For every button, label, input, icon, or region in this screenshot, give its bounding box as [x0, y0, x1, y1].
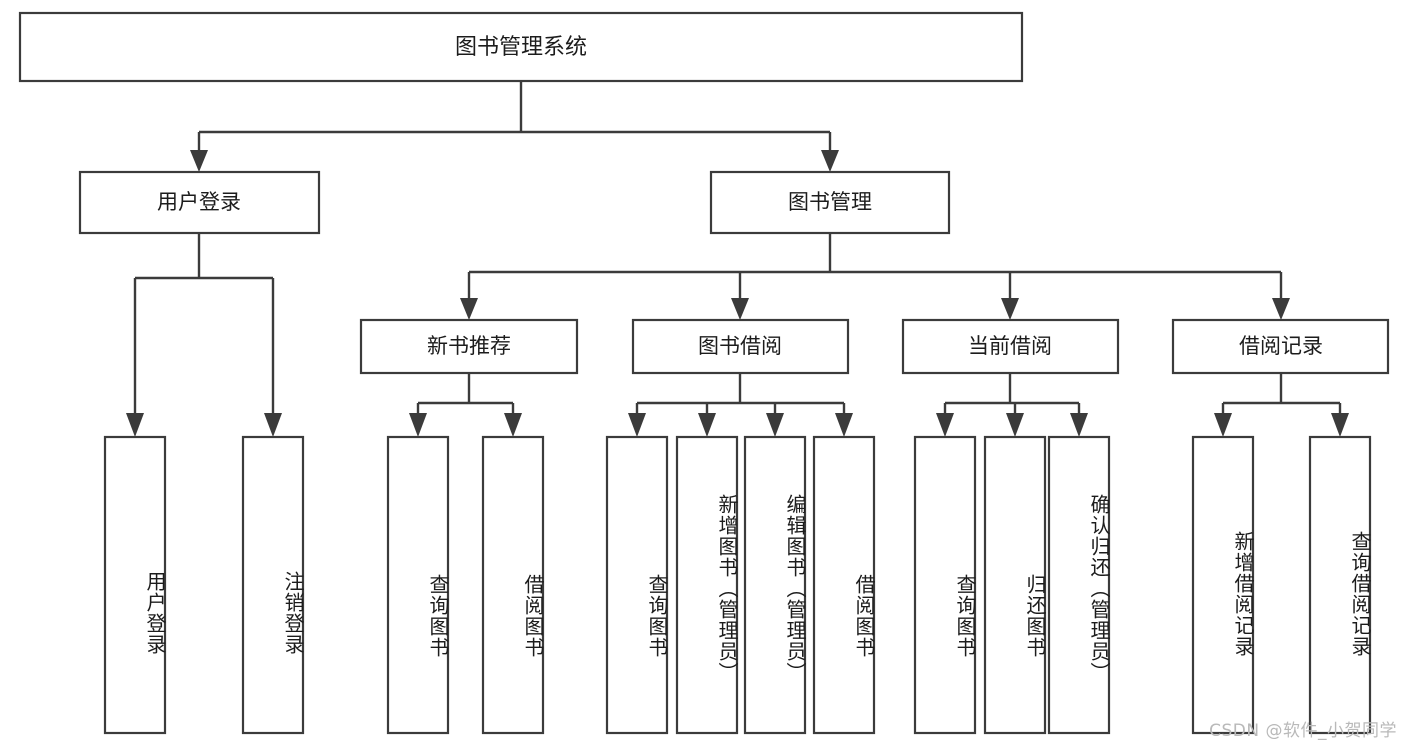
arrowhead-leaf-query-book-1	[409, 413, 427, 437]
arrowhead-leaf-borrow-book-1	[504, 413, 522, 437]
node-leaf-query-record[interactable]	[1308, 435, 1372, 735]
node-leaf-query-book-2[interactable]	[605, 435, 669, 735]
arrowhead-leaf-return-book	[1006, 413, 1024, 437]
node-leaf-add-book[interactable]	[675, 435, 739, 735]
arrowhead-current-borrow	[1001, 298, 1019, 320]
node-leaf-user-login[interactable]	[103, 435, 167, 735]
arrowhead-leaf-add-record	[1214, 413, 1232, 437]
arrowhead-leaf-query-record	[1331, 413, 1349, 437]
node-current-borrow[interactable]	[901, 318, 1120, 375]
arrowhead-borrow-record	[1272, 298, 1290, 320]
arrowhead-leaf-query-book-2	[628, 413, 646, 437]
node-leaf-borrow-book-1[interactable]	[481, 435, 545, 735]
node-labels-horizontal: 图书管理系统 用户登录 图书管理 新书推荐 图书借阅 当前借阅 借阅记录	[157, 35, 1323, 358]
label-root: 图书管理系统	[455, 35, 587, 60]
arrowhead-new-book-rec	[460, 298, 478, 320]
label-user-login: 用户登录	[157, 190, 241, 214]
arrowhead-leaf-borrow-book-2	[835, 413, 853, 437]
label-new-book-rec: 新书推荐	[427, 334, 511, 358]
arrowhead-leaf-query-book-3	[936, 413, 954, 437]
node-borrow-record[interactable]	[1171, 318, 1390, 375]
node-leaf-user-logout[interactable]	[241, 435, 305, 735]
node-user-login[interactable]	[78, 170, 321, 235]
arrowhead-book-manage	[821, 150, 839, 172]
arrowhead-leaf-edit-book	[766, 413, 784, 437]
arrowhead-book-borrow	[731, 298, 749, 320]
node-leaf-confirm-return[interactable]	[1047, 435, 1111, 735]
node-leaf-query-book-3[interactable]	[913, 435, 977, 735]
label-current-borrow: 当前借阅	[968, 334, 1052, 358]
arrowhead-leaf-add-book	[698, 413, 716, 437]
csdn-watermark: CSDN @软件_小贺同学	[1209, 721, 1397, 741]
node-boxes	[18, 11, 1390, 735]
connectors	[126, 81, 1349, 437]
node-leaf-borrow-book-2[interactable]	[812, 435, 876, 735]
arrowhead-user-login	[190, 150, 208, 172]
label-borrow-record: 借阅记录	[1239, 334, 1323, 358]
node-leaf-query-book-1[interactable]	[386, 435, 450, 735]
node-root[interactable]	[18, 11, 1024, 83]
arrowhead-leaf-confirm-return	[1070, 413, 1088, 437]
node-new-book-rec[interactable]	[359, 318, 579, 375]
label-book-borrow: 图书借阅	[698, 334, 782, 358]
node-book-borrow[interactable]	[631, 318, 850, 375]
node-leaf-edit-book[interactable]	[743, 435, 807, 735]
arrowhead-leaf-user-logout	[264, 413, 282, 437]
arrowhead-leaf-user-login	[126, 413, 144, 437]
label-book-manage: 图书管理	[788, 190, 872, 214]
node-book-manage[interactable]	[709, 170, 951, 235]
node-leaf-add-record[interactable]	[1191, 435, 1255, 735]
node-leaf-return-book[interactable]	[983, 435, 1047, 735]
